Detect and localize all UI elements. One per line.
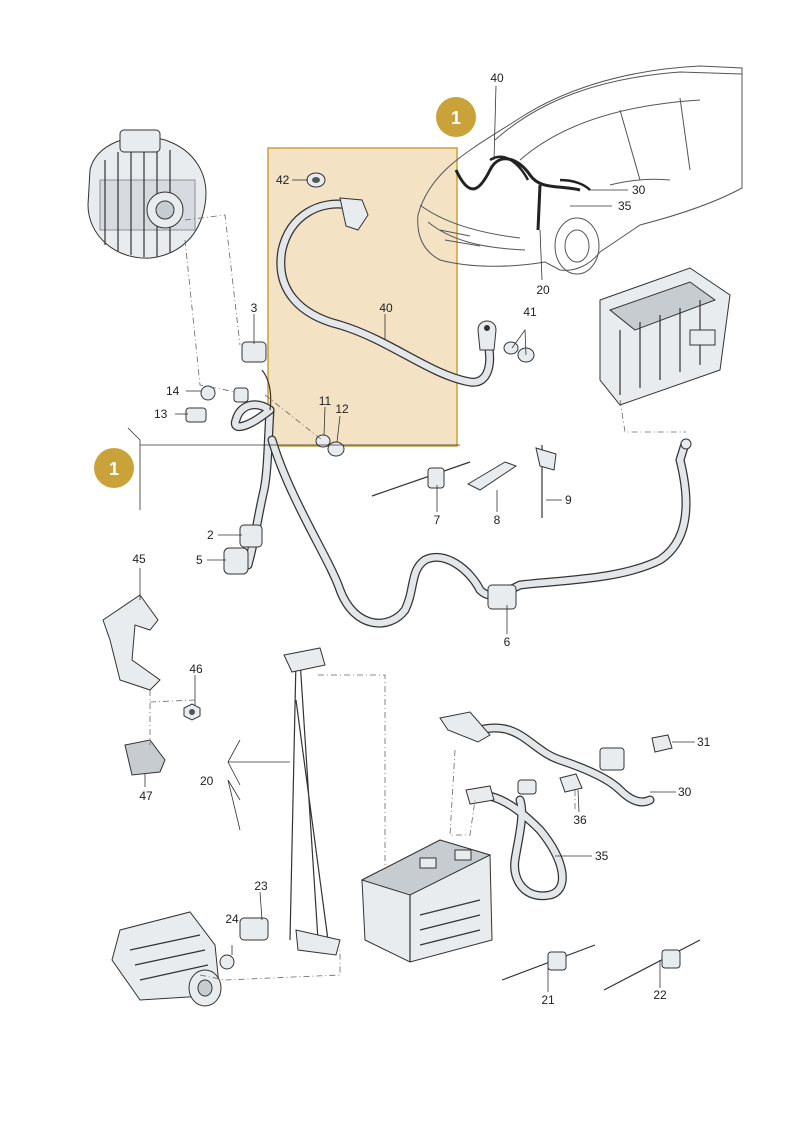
dashed-lines bbox=[149, 214, 686, 981]
label-12: 12 bbox=[335, 402, 349, 416]
callout-badge-left[interactable]: 1 bbox=[94, 448, 134, 488]
label-40-car: 40 bbox=[490, 71, 504, 85]
starter-motor bbox=[111, 911, 269, 1007]
label-31: 31 bbox=[697, 735, 711, 749]
label-8: 8 bbox=[494, 513, 501, 527]
callout-badge-top[interactable]: 1 bbox=[436, 97, 476, 137]
cable-ties-21-22 bbox=[501, 939, 701, 991]
label-35-car: 35 bbox=[618, 199, 632, 213]
part-31-cap bbox=[651, 734, 673, 753]
label-47: 47 bbox=[139, 789, 153, 803]
label-45: 45 bbox=[132, 552, 146, 566]
car-illustration bbox=[417, 65, 743, 275]
label-13: 13 bbox=[154, 407, 168, 421]
highlight-region bbox=[267, 147, 458, 447]
cable-30 bbox=[439, 711, 655, 807]
label-36: 36 bbox=[573, 813, 587, 827]
cable-20 bbox=[283, 647, 341, 956]
label-20: 20 bbox=[200, 774, 214, 788]
label-20-car: 20 bbox=[536, 283, 550, 297]
fuse-box bbox=[599, 267, 731, 406]
cable-ties-7-8-9 bbox=[371, 445, 557, 518]
part-42-nut bbox=[306, 172, 326, 188]
part-labels: 40 30 35 20 42 40 41 3 14 13 11 12 2 5 7… bbox=[132, 71, 710, 1007]
callout-label-top: 1 bbox=[451, 108, 461, 128]
battery bbox=[360, 839, 493, 963]
label-2: 2 bbox=[207, 528, 214, 542]
label-6: 6 bbox=[504, 635, 511, 649]
clip-47 bbox=[124, 739, 166, 776]
label-7: 7 bbox=[434, 513, 441, 527]
cable-35 bbox=[465, 779, 567, 901]
label-21: 21 bbox=[541, 993, 555, 1007]
label-30-car: 30 bbox=[632, 183, 646, 197]
label-5: 5 bbox=[196, 553, 203, 567]
left-harness bbox=[185, 341, 692, 628]
leader-lines bbox=[127, 85, 695, 992]
label-22: 22 bbox=[653, 988, 667, 1002]
label-41: 41 bbox=[523, 305, 537, 319]
label-35: 35 bbox=[595, 849, 609, 863]
label-30: 30 bbox=[678, 785, 692, 799]
part-36-cap bbox=[559, 773, 583, 793]
part-41-nuts bbox=[503, 341, 535, 363]
label-11: 11 bbox=[319, 394, 332, 408]
label-9: 9 bbox=[565, 493, 572, 507]
label-23: 23 bbox=[254, 879, 268, 893]
callout-label-left: 1 bbox=[109, 459, 119, 479]
cable-40 bbox=[276, 197, 497, 387]
label-3: 3 bbox=[251, 301, 258, 315]
label-46: 46 bbox=[189, 662, 203, 676]
bracket-45 bbox=[102, 594, 161, 691]
label-42: 42 bbox=[276, 173, 290, 187]
label-14: 14 bbox=[166, 384, 180, 398]
alternator bbox=[87, 129, 207, 259]
nut-46 bbox=[183, 703, 201, 721]
label-40: 40 bbox=[379, 301, 393, 315]
label-24: 24 bbox=[225, 912, 239, 926]
